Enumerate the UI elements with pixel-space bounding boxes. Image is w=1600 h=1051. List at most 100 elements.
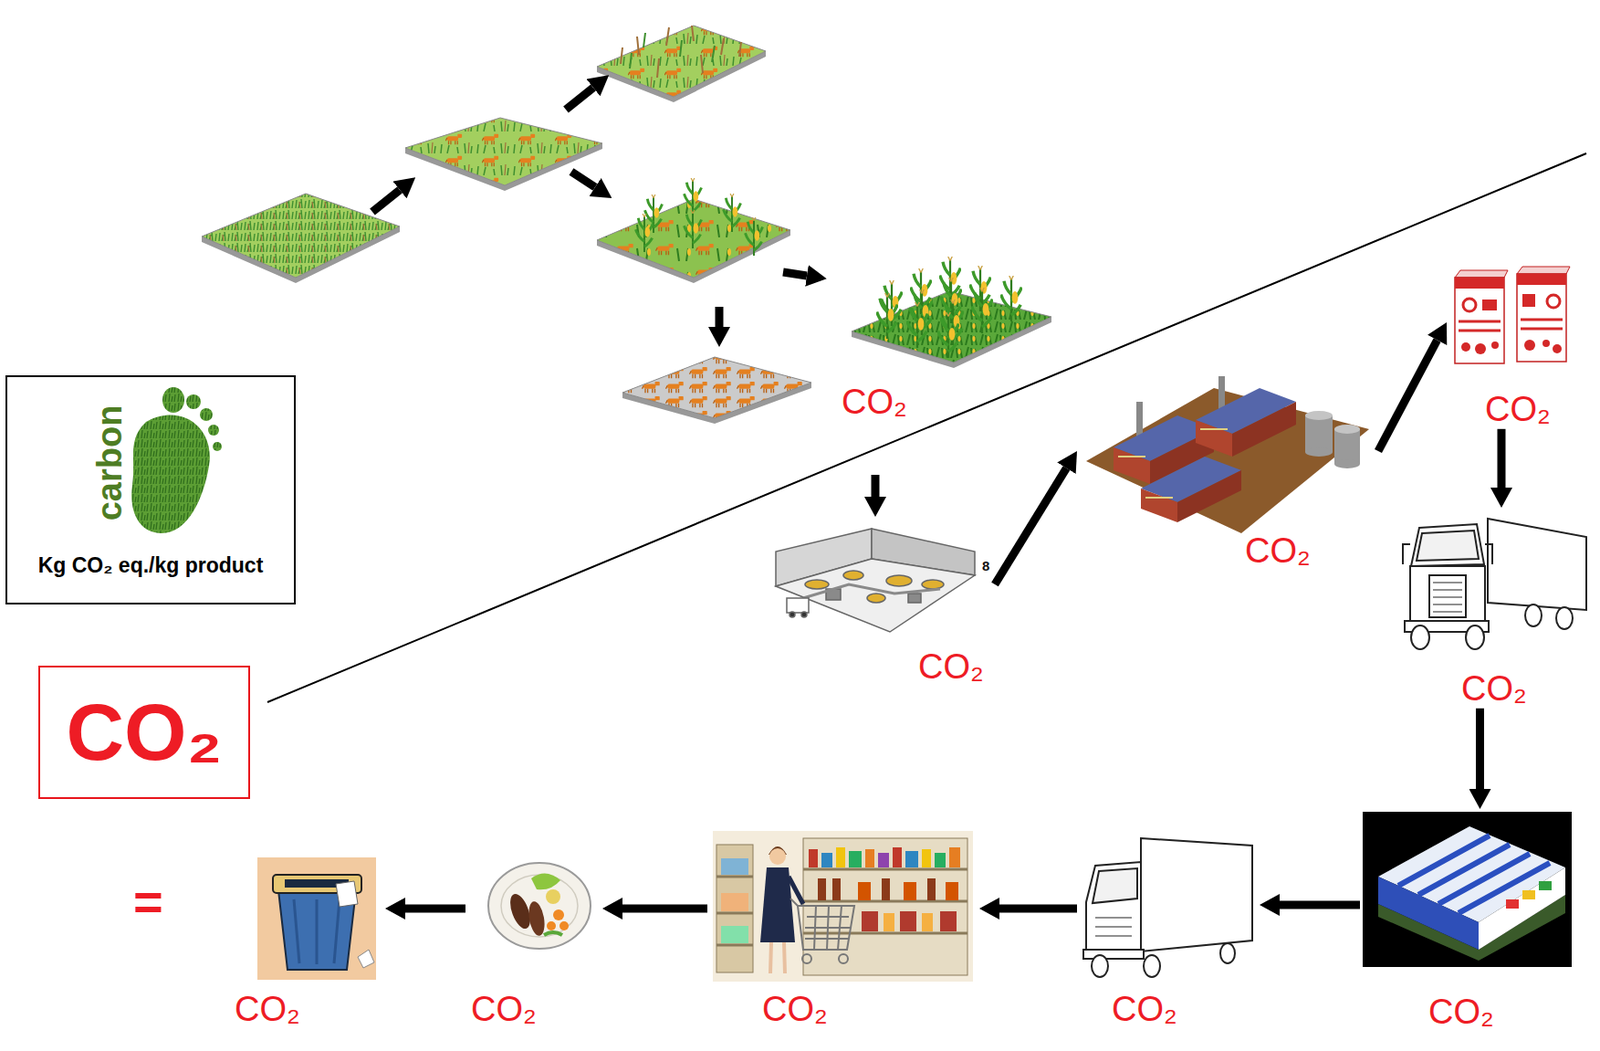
maize-cow-field — [596, 177, 791, 283]
warehouse — [1505, 899, 1519, 909]
truck — [1556, 606, 1573, 629]
pasture-field — [620, 25, 742, 78]
processing-plant — [908, 593, 921, 603]
emission-label: CO₂ — [1428, 993, 1495, 1032]
shelf-goods — [927, 878, 936, 900]
shelf-goods — [940, 910, 957, 931]
emission-label: CO₂ — [1484, 390, 1551, 429]
callout-number: 8 — [982, 558, 990, 573]
maize-field — [851, 256, 1052, 368]
flow-arrows — [783, 271, 807, 276]
warehouse — [1378, 876, 1479, 950]
shelf-goods — [921, 912, 933, 931]
maize-field — [938, 312, 960, 358]
milk-cartons — [1461, 342, 1471, 352]
factory — [1113, 447, 1151, 484]
van — [1140, 837, 1253, 952]
shelf-goods — [921, 848, 931, 868]
van — [1083, 837, 1253, 977]
processing-plant — [803, 584, 941, 598]
shelf-goods — [934, 852, 946, 868]
maize-cow-field — [722, 193, 741, 232]
packaging-stage: CO₂ — [1446, 253, 1575, 429]
flow-arrow — [994, 468, 1067, 585]
flow-arrows — [565, 87, 594, 110]
flow-arrows — [871, 474, 880, 497]
milk-cartons — [1552, 344, 1562, 354]
consumption-stage: CO₂ — [465, 826, 603, 1029]
plate — [559, 920, 569, 931]
shelf-goods — [878, 852, 889, 868]
carbon-footprint-logo — [186, 394, 201, 409]
divider-line — [267, 153, 1587, 702]
plate — [488, 862, 591, 949]
maize-cow-field — [635, 213, 653, 252]
pasture-field — [596, 25, 766, 103]
supermarket — [716, 844, 753, 973]
truck — [1411, 523, 1485, 566]
delivery-stage: CO₂ — [1077, 826, 1260, 1029]
maize-cow-field — [744, 217, 763, 256]
warehouse — [1362, 811, 1572, 967]
maize-cow-field — [596, 198, 791, 278]
plate — [545, 888, 561, 904]
processing-plant — [801, 611, 807, 617]
van — [1220, 942, 1235, 963]
shelf-goods — [881, 878, 890, 900]
emission-label: CO₂ — [841, 383, 908, 422]
shopping-cart — [790, 898, 798, 906]
milk-cartons — [1520, 319, 1563, 329]
truck — [1402, 518, 1587, 649]
shelf-goods — [949, 847, 961, 868]
shelf-goods — [721, 857, 749, 875]
van — [1092, 867, 1138, 903]
cow-field — [622, 356, 812, 419]
factory — [1140, 488, 1178, 523]
processing-plant — [843, 570, 864, 580]
waste-bin — [257, 857, 377, 980]
transport-stage: CO₂ — [1394, 507, 1590, 709]
van — [1083, 949, 1144, 959]
warehouse — [1478, 867, 1566, 950]
milk-cartons — [1458, 321, 1501, 331]
grass-field — [201, 193, 400, 283]
shelf-goods — [721, 892, 749, 911]
factory — [1177, 470, 1242, 523]
truck — [1525, 604, 1542, 627]
shopper — [770, 941, 785, 973]
flow-arrow — [1279, 900, 1360, 910]
shelf-goods — [892, 847, 902, 868]
van — [1086, 861, 1141, 957]
plate — [553, 909, 565, 921]
carbon-footprint-logo — [212, 441, 222, 451]
truck — [1429, 575, 1466, 617]
waste-bin — [293, 899, 340, 964]
maize-cow-field — [683, 177, 701, 217]
shelf-goods — [905, 850, 919, 868]
maize-stage: CO₂ — [837, 255, 1057, 422]
cow-field — [622, 356, 812, 424]
disposal-stage: CO₂ — [230, 826, 386, 1029]
processing-plant — [775, 528, 975, 632]
shelf-goods — [821, 852, 833, 868]
grass-field — [201, 193, 400, 278]
carbon-footprint-logo — [131, 415, 210, 534]
emission-label: CO₂ — [1244, 532, 1311, 571]
milk-cartons — [1474, 343, 1486, 355]
processing-plant — [886, 575, 912, 586]
shelf-goods — [721, 925, 749, 943]
shelf-goods — [836, 847, 846, 868]
processing-plant — [867, 593, 886, 603]
waste-bin — [257, 857, 377, 980]
van — [1143, 954, 1161, 977]
shopping-cart — [802, 953, 812, 963]
unit-label: Kg CO₂ eq./kg product — [38, 554, 264, 577]
total-label: CO₂ — [65, 691, 222, 773]
processing-plant — [789, 611, 795, 617]
flow-arrow — [999, 904, 1078, 913]
maize-field — [851, 291, 1052, 363]
shelf-goods — [832, 878, 841, 900]
unit-box: carbonKg CO₂ eq./kg product — [5, 375, 296, 605]
